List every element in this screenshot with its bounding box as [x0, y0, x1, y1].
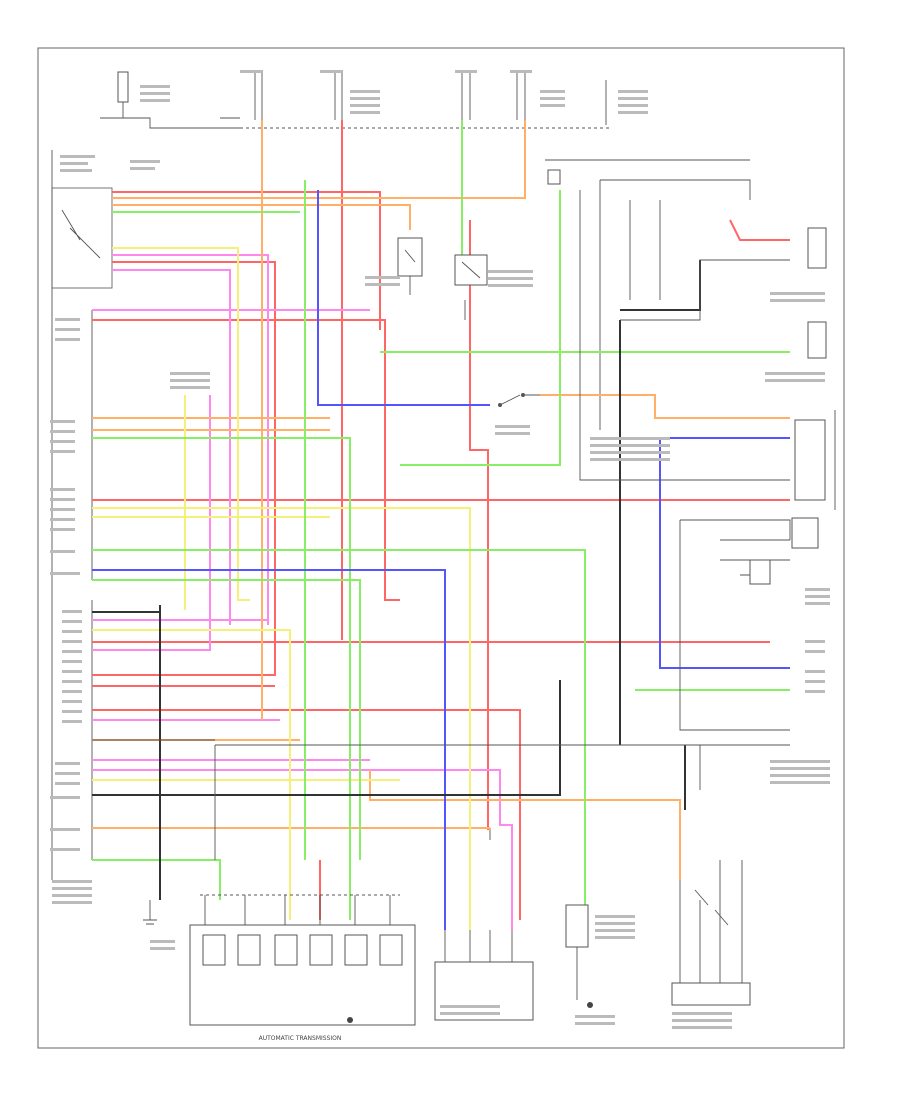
wires-pink — [92, 254, 513, 930]
transmission-box — [189, 924, 416, 1026]
unreadable-label-marks — [50, 70, 830, 1029]
bottom-sensor — [565, 904, 593, 1008]
fuse-block-area — [100, 70, 751, 430]
relay-center — [454, 254, 488, 286]
wires-yellow — [92, 247, 471, 930]
ground-symbols — [143, 276, 466, 1023]
diagram-border — [37, 47, 845, 1049]
wires-red — [92, 120, 790, 920]
transmission-component: AUTOMATIC TRANSMISSION — [189, 894, 416, 1042]
bottom-center-module — [434, 930, 534, 1021]
wires-grey — [92, 190, 791, 920]
relay-top-center — [397, 237, 423, 277]
bottom-right-relay — [671, 880, 751, 1006]
wires-green — [92, 120, 790, 920]
tcm-connector-pins — [51, 300, 93, 880]
range-switch-box — [51, 150, 113, 300]
switch-middle — [498, 393, 540, 407]
internal-module-bracket — [620, 259, 790, 321]
wires-blue — [92, 190, 790, 930]
transmission-label: AUTOMATIC TRANSMISSION — [259, 1035, 342, 1042]
right-connectors — [749, 227, 836, 585]
wires-orange — [92, 120, 790, 880]
